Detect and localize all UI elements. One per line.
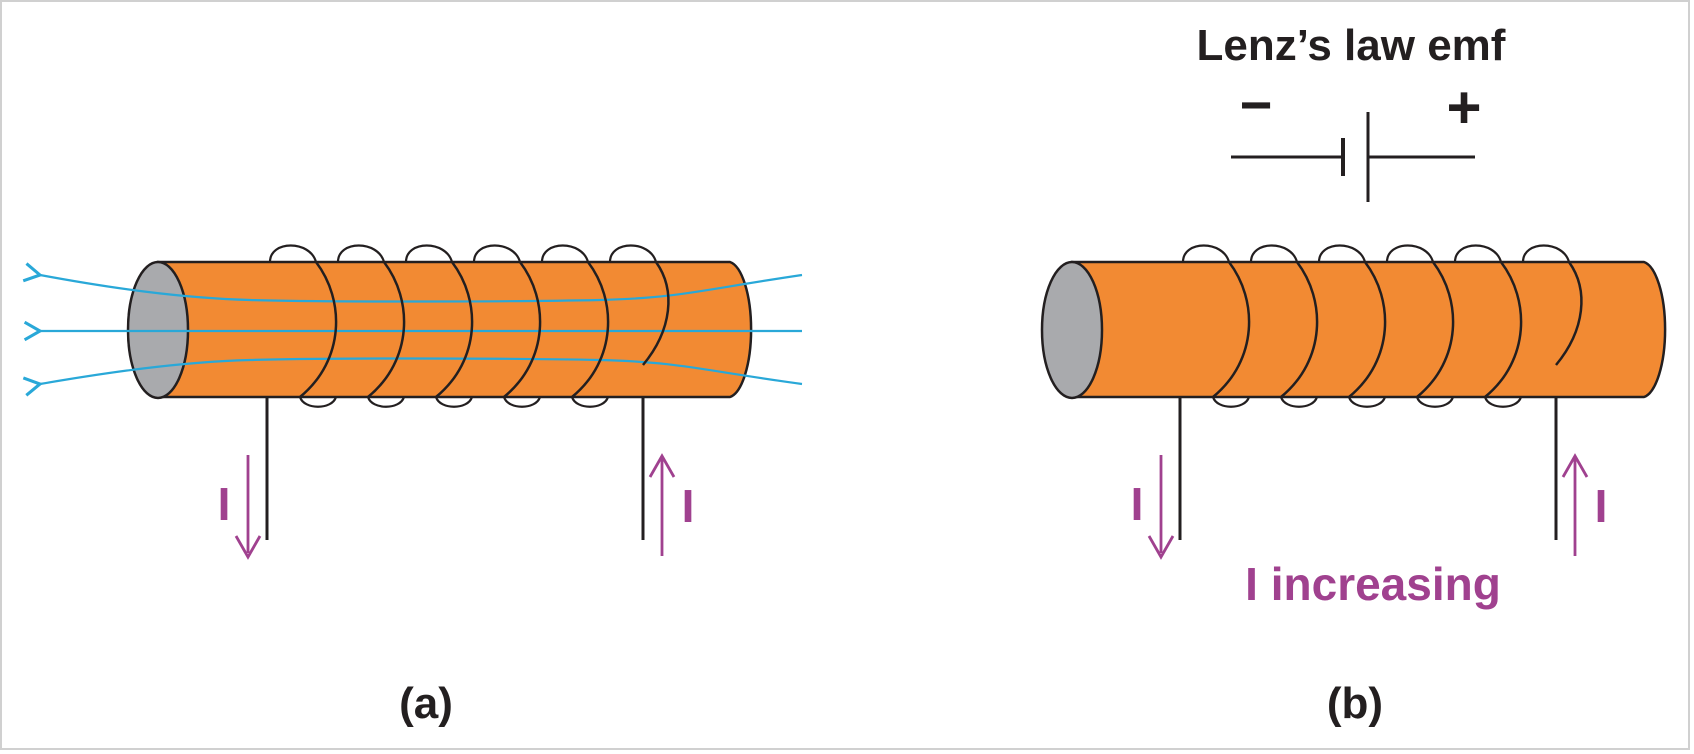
coil-back-bottom [298, 396, 610, 408]
rod-body [156, 260, 753, 399]
current-label-a-left: I [218, 478, 231, 530]
panel-b [1040, 112, 1667, 560]
coil-back-bottom [1211, 396, 1523, 408]
current-status-label: I increasing [1245, 558, 1501, 610]
coil-front [1212, 261, 1583, 398]
magnetic-field-lines [22, 262, 803, 397]
field-line-top [22, 262, 803, 303]
panel-a [22, 244, 803, 560]
battery-symbol [1231, 112, 1475, 202]
coil-back-top [268, 244, 658, 263]
current-arrow-left [234, 455, 262, 560]
current-label-a-right: I [682, 480, 695, 532]
rod-end-face [1040, 260, 1104, 400]
lenz-emf-title: Lenz’s law emf [1197, 21, 1506, 70]
panel-a-caption: (a) [399, 679, 453, 728]
battery-plus-sign: + [1446, 74, 1481, 141]
panel-b-caption: (b) [1327, 679, 1383, 728]
battery-minus-sign: − [1240, 73, 1273, 136]
coil-back-top [1181, 244, 1571, 263]
coil-front [299, 261, 670, 398]
current-arrow-right [648, 453, 676, 556]
current-label-b-left: I [1131, 478, 1144, 530]
current-label-b-right: I [1595, 480, 1608, 532]
current-arrow-right [1561, 453, 1589, 556]
current-arrow-left [1147, 455, 1175, 560]
field-line-bottom [22, 357, 803, 397]
